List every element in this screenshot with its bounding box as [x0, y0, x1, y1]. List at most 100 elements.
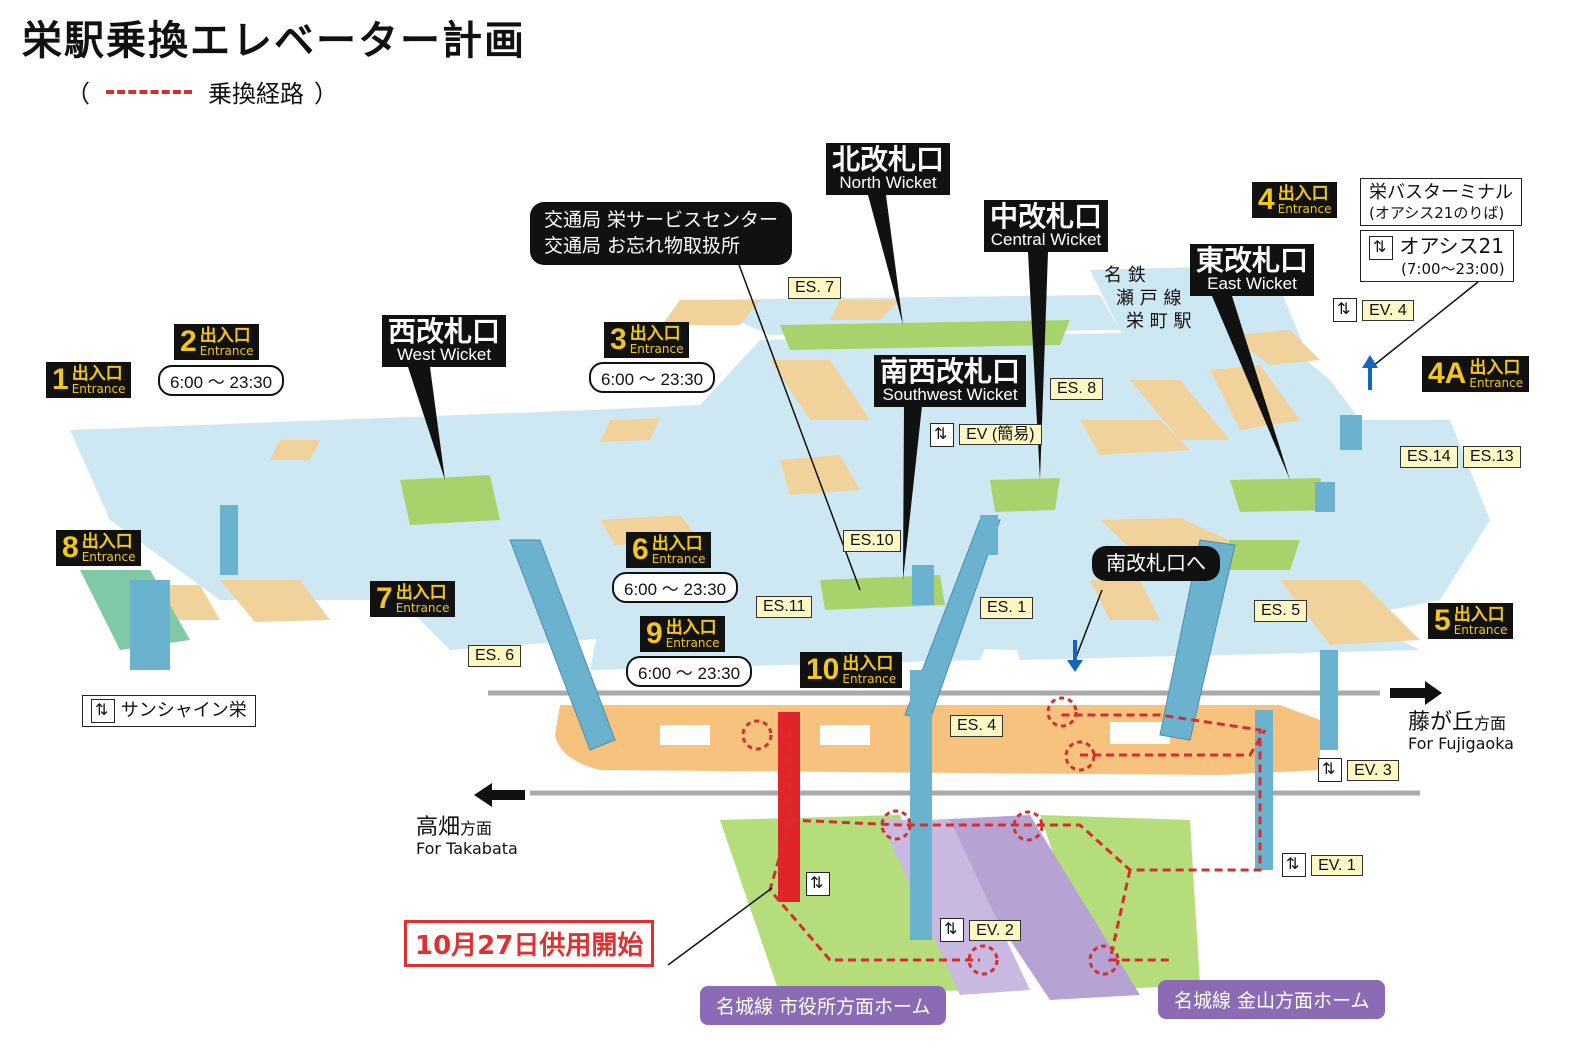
ev4-label: EV. 4: [1362, 299, 1414, 321]
legend-label: 乗換経路: [208, 80, 304, 108]
exit-jp: 出入口: [199, 325, 251, 346]
ev3-label: EV. 3: [1347, 759, 1399, 781]
ev4-marker: EV. 4: [1333, 298, 1414, 322]
exit-jp: 出入口: [71, 363, 123, 384]
south-wicket-link[interactable]: 南改札口へ: [1092, 546, 1220, 581]
oasis-box: オアシス21 (7:00～23:00): [1360, 230, 1514, 282]
meitetsu-line1: 名 鉄: [1104, 265, 1146, 286]
elevator-icon: [1282, 853, 1306, 877]
wicket-areas: [400, 320, 1330, 610]
elevator-icon: [1333, 298, 1357, 322]
exit-number: 1: [52, 363, 69, 396]
direction-jp: 高畑: [416, 815, 461, 840]
exit-jp: 出入口: [629, 323, 681, 344]
elevator-icon: [930, 422, 954, 447]
exit-en: Entrance: [395, 600, 450, 615]
oasis-name: オアシス21: [1399, 234, 1505, 258]
bus-terminal-line2: (オアシス21のりば): [1369, 203, 1505, 222]
service-center-line2: 交通局 お忘れ物取扱所: [544, 234, 741, 257]
es13-label: ES.13: [1463, 446, 1521, 468]
exit-number: 4A: [1428, 357, 1467, 390]
legend-open: （: [66, 80, 90, 108]
exit-jp: 出入口: [842, 653, 894, 674]
direction-jp: 藤が丘: [1408, 710, 1475, 735]
wicket-en: Central Wicket: [990, 230, 1102, 250]
wicket-en: Southwest Wicket: [882, 385, 1018, 405]
direction-en: For Takabata: [416, 839, 518, 859]
wicket-jp: 東改札口: [1196, 244, 1309, 277]
exit-number: 7: [376, 582, 393, 615]
direction-takabata: 高畑方面 For Takabata: [416, 815, 518, 859]
bus-terminal-box: 栄バスターミナル (オアシス21のりば): [1360, 178, 1522, 226]
exit-en: Entrance: [651, 551, 706, 566]
exit-en: Entrance: [81, 549, 136, 564]
wicket-en: East Wicket: [1207, 274, 1297, 294]
es11-label: ES.11: [756, 596, 813, 618]
exit-number: 9: [646, 617, 663, 650]
oasis-hours: (7:00～23:00): [1401, 259, 1505, 278]
exit-en: Entrance: [71, 381, 126, 396]
legend-route-line: [106, 89, 192, 94]
service-center-callout: 交通局 栄サービスセンター 交通局 お忘れ物取扱所: [530, 202, 793, 266]
elevator-icon: [806, 872, 830, 896]
exit-jp: 出入口: [665, 617, 717, 638]
north-wicket-label: 北改札口 North Wicket: [826, 143, 951, 196]
exit-9-hours: 6:00 ～ 23:30: [626, 656, 753, 687]
callout-pointers: [408, 195, 1290, 580]
sunshine-box: サンシャイン栄: [82, 695, 256, 727]
west-wicket-label: 西改札口 West Wicket: [382, 315, 507, 368]
tan-areas: [150, 300, 1420, 645]
exit-en: Entrance: [629, 341, 684, 356]
es10-label: ES.10: [843, 530, 901, 552]
exit-number: 3: [610, 323, 627, 356]
es14-label: ES.14: [1400, 446, 1458, 468]
route-markers: [741, 696, 1120, 976]
meitetsu-label: 名 鉄 瀬 戸 線 栄 町 駅: [1104, 264, 1191, 333]
exit-jp: 出入口: [1469, 357, 1521, 378]
arrow-fujigaoka: [1390, 681, 1442, 705]
platform-kanayama: 名城線 金山方面ホーム: [1158, 980, 1386, 1019]
direction-suffix: 方面: [460, 819, 493, 838]
exit-en: Entrance: [1277, 201, 1332, 216]
elevator-icon: [91, 699, 115, 723]
direction-fujigaoka: 藤が丘方面 For Fujigaoka: [1408, 710, 1514, 754]
exit-number: 6: [632, 533, 649, 566]
legend-close: ）: [314, 80, 338, 108]
arrow-down-south: [1067, 640, 1083, 672]
es4-label: ES. 4: [950, 715, 1004, 737]
arrow-takabata: [474, 783, 525, 807]
sunshine-label: サンシャイン栄: [120, 700, 247, 721]
ev2-marker: EV. 2: [940, 918, 1021, 942]
exit-number: 2: [180, 325, 197, 358]
new-ev-marker: [806, 872, 830, 896]
es7-label: ES. 7: [788, 277, 842, 299]
ev-simple-marker: EV (簡易): [930, 420, 1042, 447]
new-elevator: [778, 712, 800, 902]
wicket-en: West Wicket: [396, 345, 492, 365]
opening-notice: 10月27日供用開始: [404, 920, 655, 967]
exit-en: Entrance: [842, 671, 897, 686]
exit-en: Entrance: [199, 343, 254, 358]
meitetsu-line3: 栄 町 駅: [1126, 311, 1192, 333]
southwest-wicket-label: 南西改札口 Southwest Wicket: [874, 355, 1027, 408]
exit-2-hours: 6:00 ～ 23:30: [158, 365, 285, 396]
ev-simple-label: EV (簡易): [959, 424, 1042, 445]
service-center-line1: 交通局 栄サービスセンター: [544, 209, 779, 231]
exit-en: Entrance: [1469, 375, 1524, 390]
central-wicket-label: 中改札口 Central Wicket: [984, 200, 1109, 253]
es8-label: ES. 8: [1050, 378, 1104, 400]
wicket-en: North Wicket: [839, 173, 937, 193]
exit-6-hours: 6:00 ～ 23:30: [612, 572, 739, 603]
